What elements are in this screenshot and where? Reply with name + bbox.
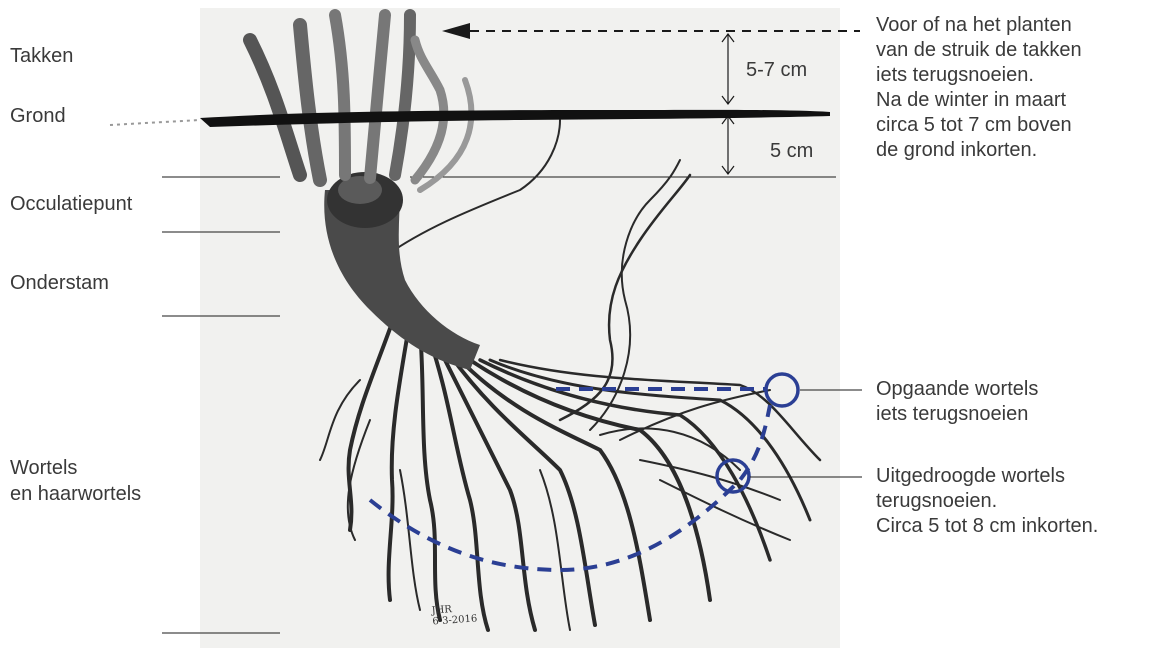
label-wortels-line1: Wortels [10,455,141,481]
note-line: Circa 5 tot 8 cm inkorten. [876,514,1098,539]
label-wortels: Wortels en haarwortels [10,455,141,507]
label-takken: Takken [10,43,73,69]
note-line: iets terugsnoeien [876,402,1038,427]
label-grond: Grond [10,103,66,129]
label-occulatiepunt: Occulatiepunt [10,191,132,217]
label-onderstam: Onderstam [10,270,109,296]
note-line: Opgaande wortels [876,377,1038,402]
note-line: Voor of na het planten [876,13,1082,38]
note-line: circa 5 tot 7 cm boven [876,113,1082,138]
note-line: iets terugsnoeien. [876,63,1082,88]
artist-signature: JHR 6-3-2016 [431,602,477,627]
note-uitgedroogde-wortels: Uitgedroogde wortels terugsnoeien. Circa… [876,464,1098,539]
measurement-upper: 5-7 cm [746,58,807,82]
note-line: terugsnoeien. [876,489,1098,514]
note-line: de grond inkorten. [876,138,1082,163]
note-opgaande-wortels: Opgaande wortels iets terugsnoeien [876,377,1038,427]
note-takken-snoeien: Voor of na het planten van de struik de … [876,13,1082,163]
note-line: van de struik de takken [876,38,1082,63]
illustration-paper [200,8,840,648]
label-wortels-line2: en haarwortels [10,481,141,507]
measurement-lower: 5 cm [770,139,813,163]
note-line: Uitgedroogde wortels [876,464,1098,489]
note-line: Na de winter in maart [876,88,1082,113]
